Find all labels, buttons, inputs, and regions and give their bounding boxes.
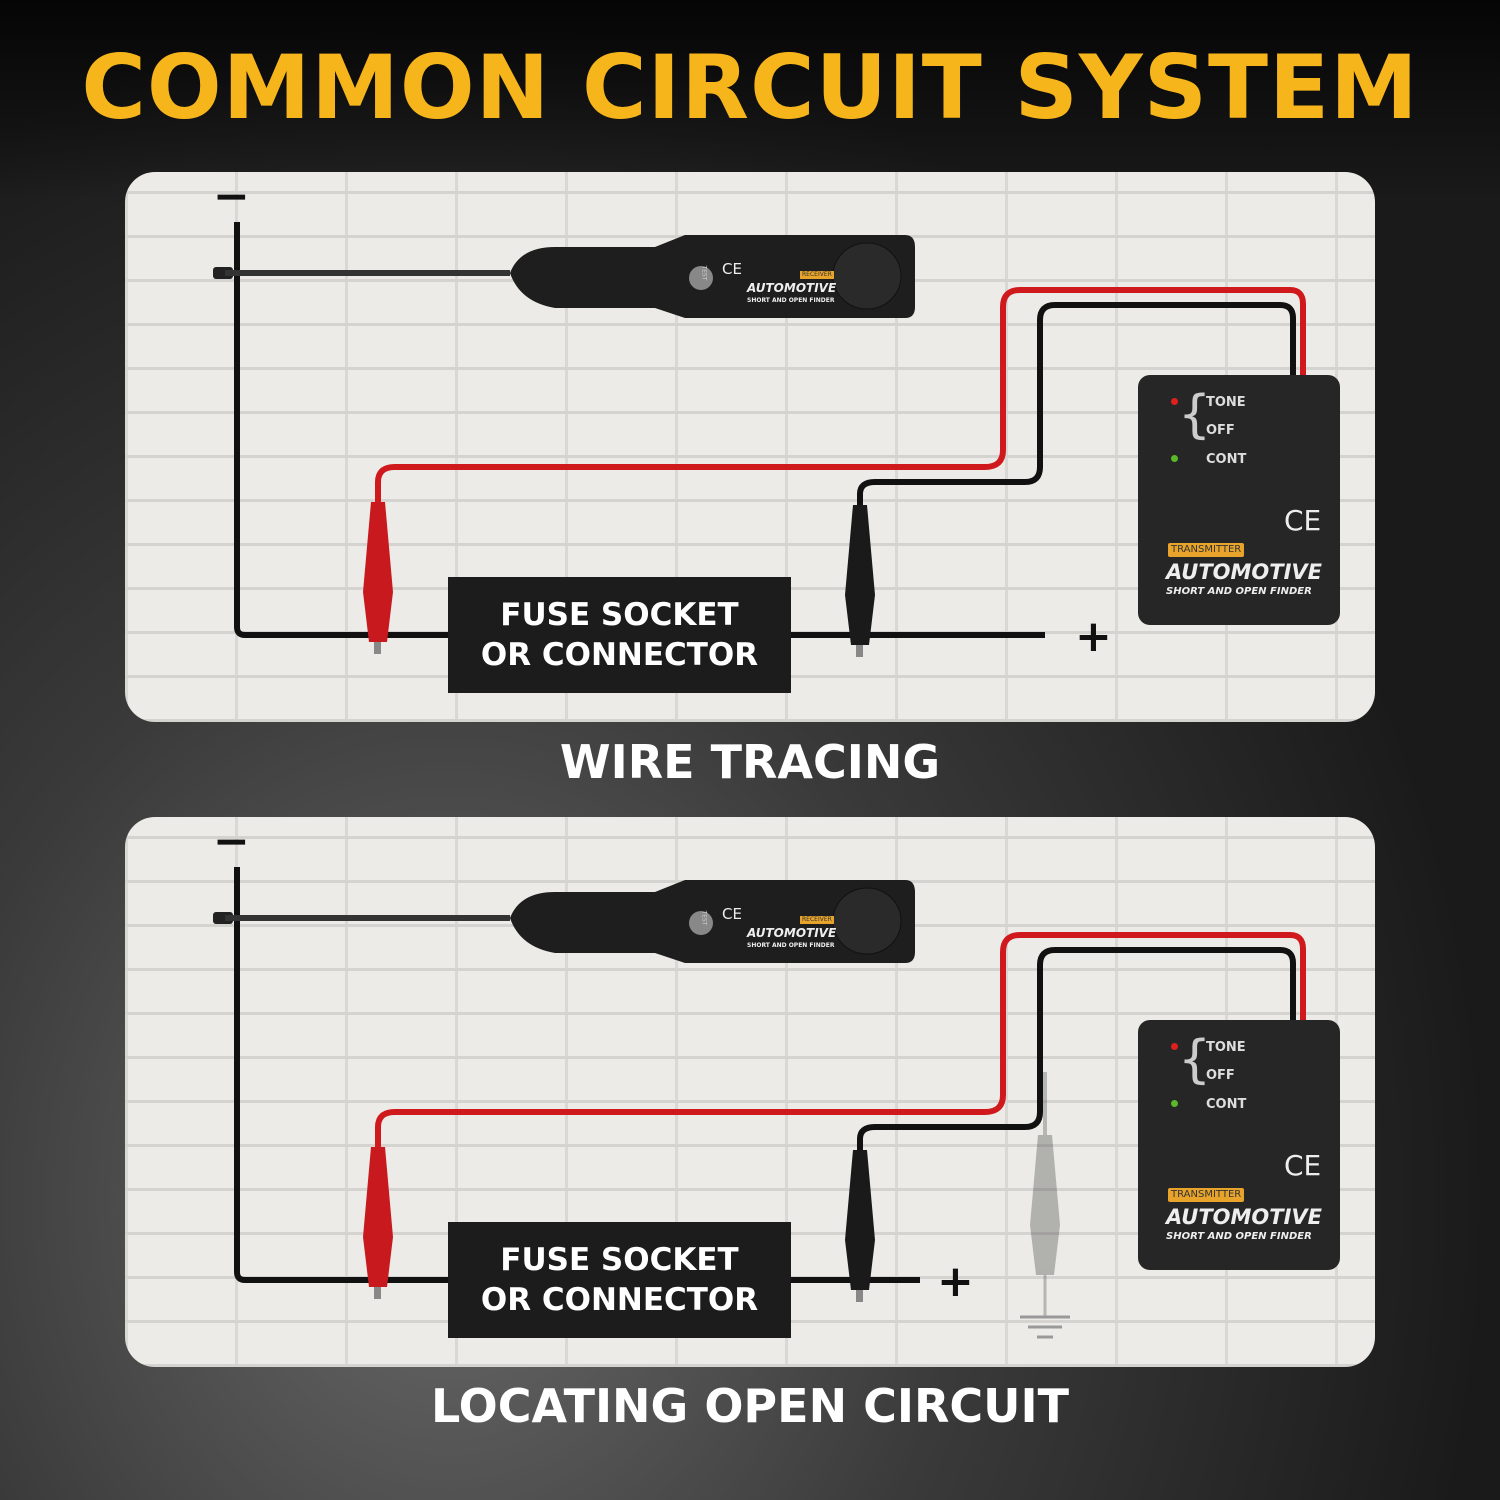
- tone-led-icon: [1171, 1043, 1178, 1050]
- receiver-test-button: [689, 911, 713, 935]
- ground-icon: [1020, 1315, 1070, 1339]
- receiver-test-label: TEST: [700, 910, 708, 926]
- mode-tone: TONE: [1206, 1040, 1246, 1055]
- black-wire: [857, 947, 1296, 1152]
- fuse-line-1: FUSE SOCKET: [500, 597, 739, 633]
- fuse-socket-box: FUSE SOCKET OR CONNECTOR: [448, 1222, 791, 1338]
- receiver-test-label: TEST: [700, 265, 708, 281]
- red-wire: [375, 932, 1306, 1152]
- circuit-diagram: [213, 222, 1306, 657]
- fuse-line-1: FUSE SOCKET: [500, 1242, 739, 1278]
- red-wire: [375, 287, 1306, 507]
- receiver-labels: TEST CE RECEIVER AUTOMOTIVE SHORT AND OP…: [500, 235, 915, 318]
- wire-tracing-panel: − + TEST CE RECEIVER AUTOMOTIVE SHORT AN…: [125, 172, 1375, 722]
- receiver-subtitle: SHORT AND OPEN FINDER: [747, 297, 835, 304]
- mode-cont: CONT: [1206, 1097, 1247, 1112]
- receiver-badge: RECEIVER: [800, 271, 834, 279]
- open-circuit-caption: LOCATING OPEN CIRCUIT: [431, 1379, 1069, 1433]
- transmitter-badge: TRANSMITTER: [1168, 1188, 1245, 1202]
- transmitter-subtitle: SHORT AND OPEN FINDER: [1166, 586, 1312, 597]
- receiver-brand: AUTOMOTIVE: [747, 281, 837, 295]
- transmitter-unit: { TONE OFF CONT CE TRANSMITTER AUTOMOTIV…: [1138, 1020, 1340, 1270]
- receiver-brand: AUTOMOTIVE: [747, 926, 837, 940]
- transmitter-brand: AUTOMOTIVE: [1166, 1205, 1323, 1229]
- black-ground-wire: [234, 222, 1045, 638]
- black-alligator-clip: [845, 505, 875, 657]
- red-alligator-clip: [363, 1147, 393, 1299]
- brace-icon: {: [1178, 1030, 1212, 1090]
- mode-off: OFF: [1206, 1068, 1235, 1083]
- positive-sign: +: [937, 1256, 974, 1307]
- mode-off: OFF: [1206, 423, 1235, 438]
- receiver-test-button: [689, 266, 713, 290]
- background-fade: [0, 0, 1500, 200]
- transmitter-ce-mark: CE: [1284, 1149, 1322, 1182]
- ground-clip: [1030, 1072, 1060, 1317]
- receiver-subtitle: SHORT AND OPEN FINDER: [747, 942, 835, 949]
- transmitter-badge: TRANSMITTER: [1168, 543, 1245, 557]
- fuse-line-2: OR CONNECTOR: [480, 1282, 759, 1318]
- page-title: COMMON CIRCUIT SYSTEM: [81, 36, 1419, 139]
- red-alligator-clip: [363, 502, 393, 654]
- receiver-labels: TEST CE RECEIVER AUTOMOTIVE SHORT AND OP…: [500, 880, 915, 963]
- receiver-badge: RECEIVER: [800, 916, 834, 924]
- transmitter-ce-mark: CE: [1284, 504, 1322, 537]
- positive-sign: +: [1075, 611, 1112, 662]
- transmitter-subtitle: SHORT AND OPEN FINDER: [1166, 1231, 1312, 1242]
- brace-icon: {: [1178, 385, 1212, 445]
- negative-sign: −: [213, 172, 250, 222]
- receiver-ce-mark: CE: [722, 905, 742, 923]
- cont-led-icon: [1171, 455, 1178, 462]
- fuse-socket-box: FUSE SOCKET OR CONNECTOR: [448, 577, 791, 693]
- tone-led-icon: [1171, 398, 1178, 405]
- black-ground-wire: [234, 867, 920, 1283]
- cont-led-icon: [1171, 1100, 1178, 1107]
- fuse-line-2: OR CONNECTOR: [480, 637, 759, 673]
- mode-tone: TONE: [1206, 395, 1246, 410]
- circuit-diagram: [213, 867, 1306, 1339]
- transmitter-brand: AUTOMOTIVE: [1166, 560, 1323, 584]
- open-circuit-panel: − + TEST CE RECEIVER AUTOMOTIVE SHORT AN…: [125, 817, 1375, 1367]
- wire-tracing-caption: WIRE TRACING: [559, 735, 941, 789]
- negative-sign: −: [213, 817, 250, 867]
- receiver-ce-mark: CE: [722, 260, 742, 278]
- mode-cont: CONT: [1206, 452, 1247, 467]
- black-alligator-clip: [845, 1150, 875, 1302]
- black-wire: [857, 302, 1296, 507]
- transmitter-unit: { TONE OFF CONT CE TRANSMITTER AUTOMOTIV…: [1138, 375, 1340, 625]
